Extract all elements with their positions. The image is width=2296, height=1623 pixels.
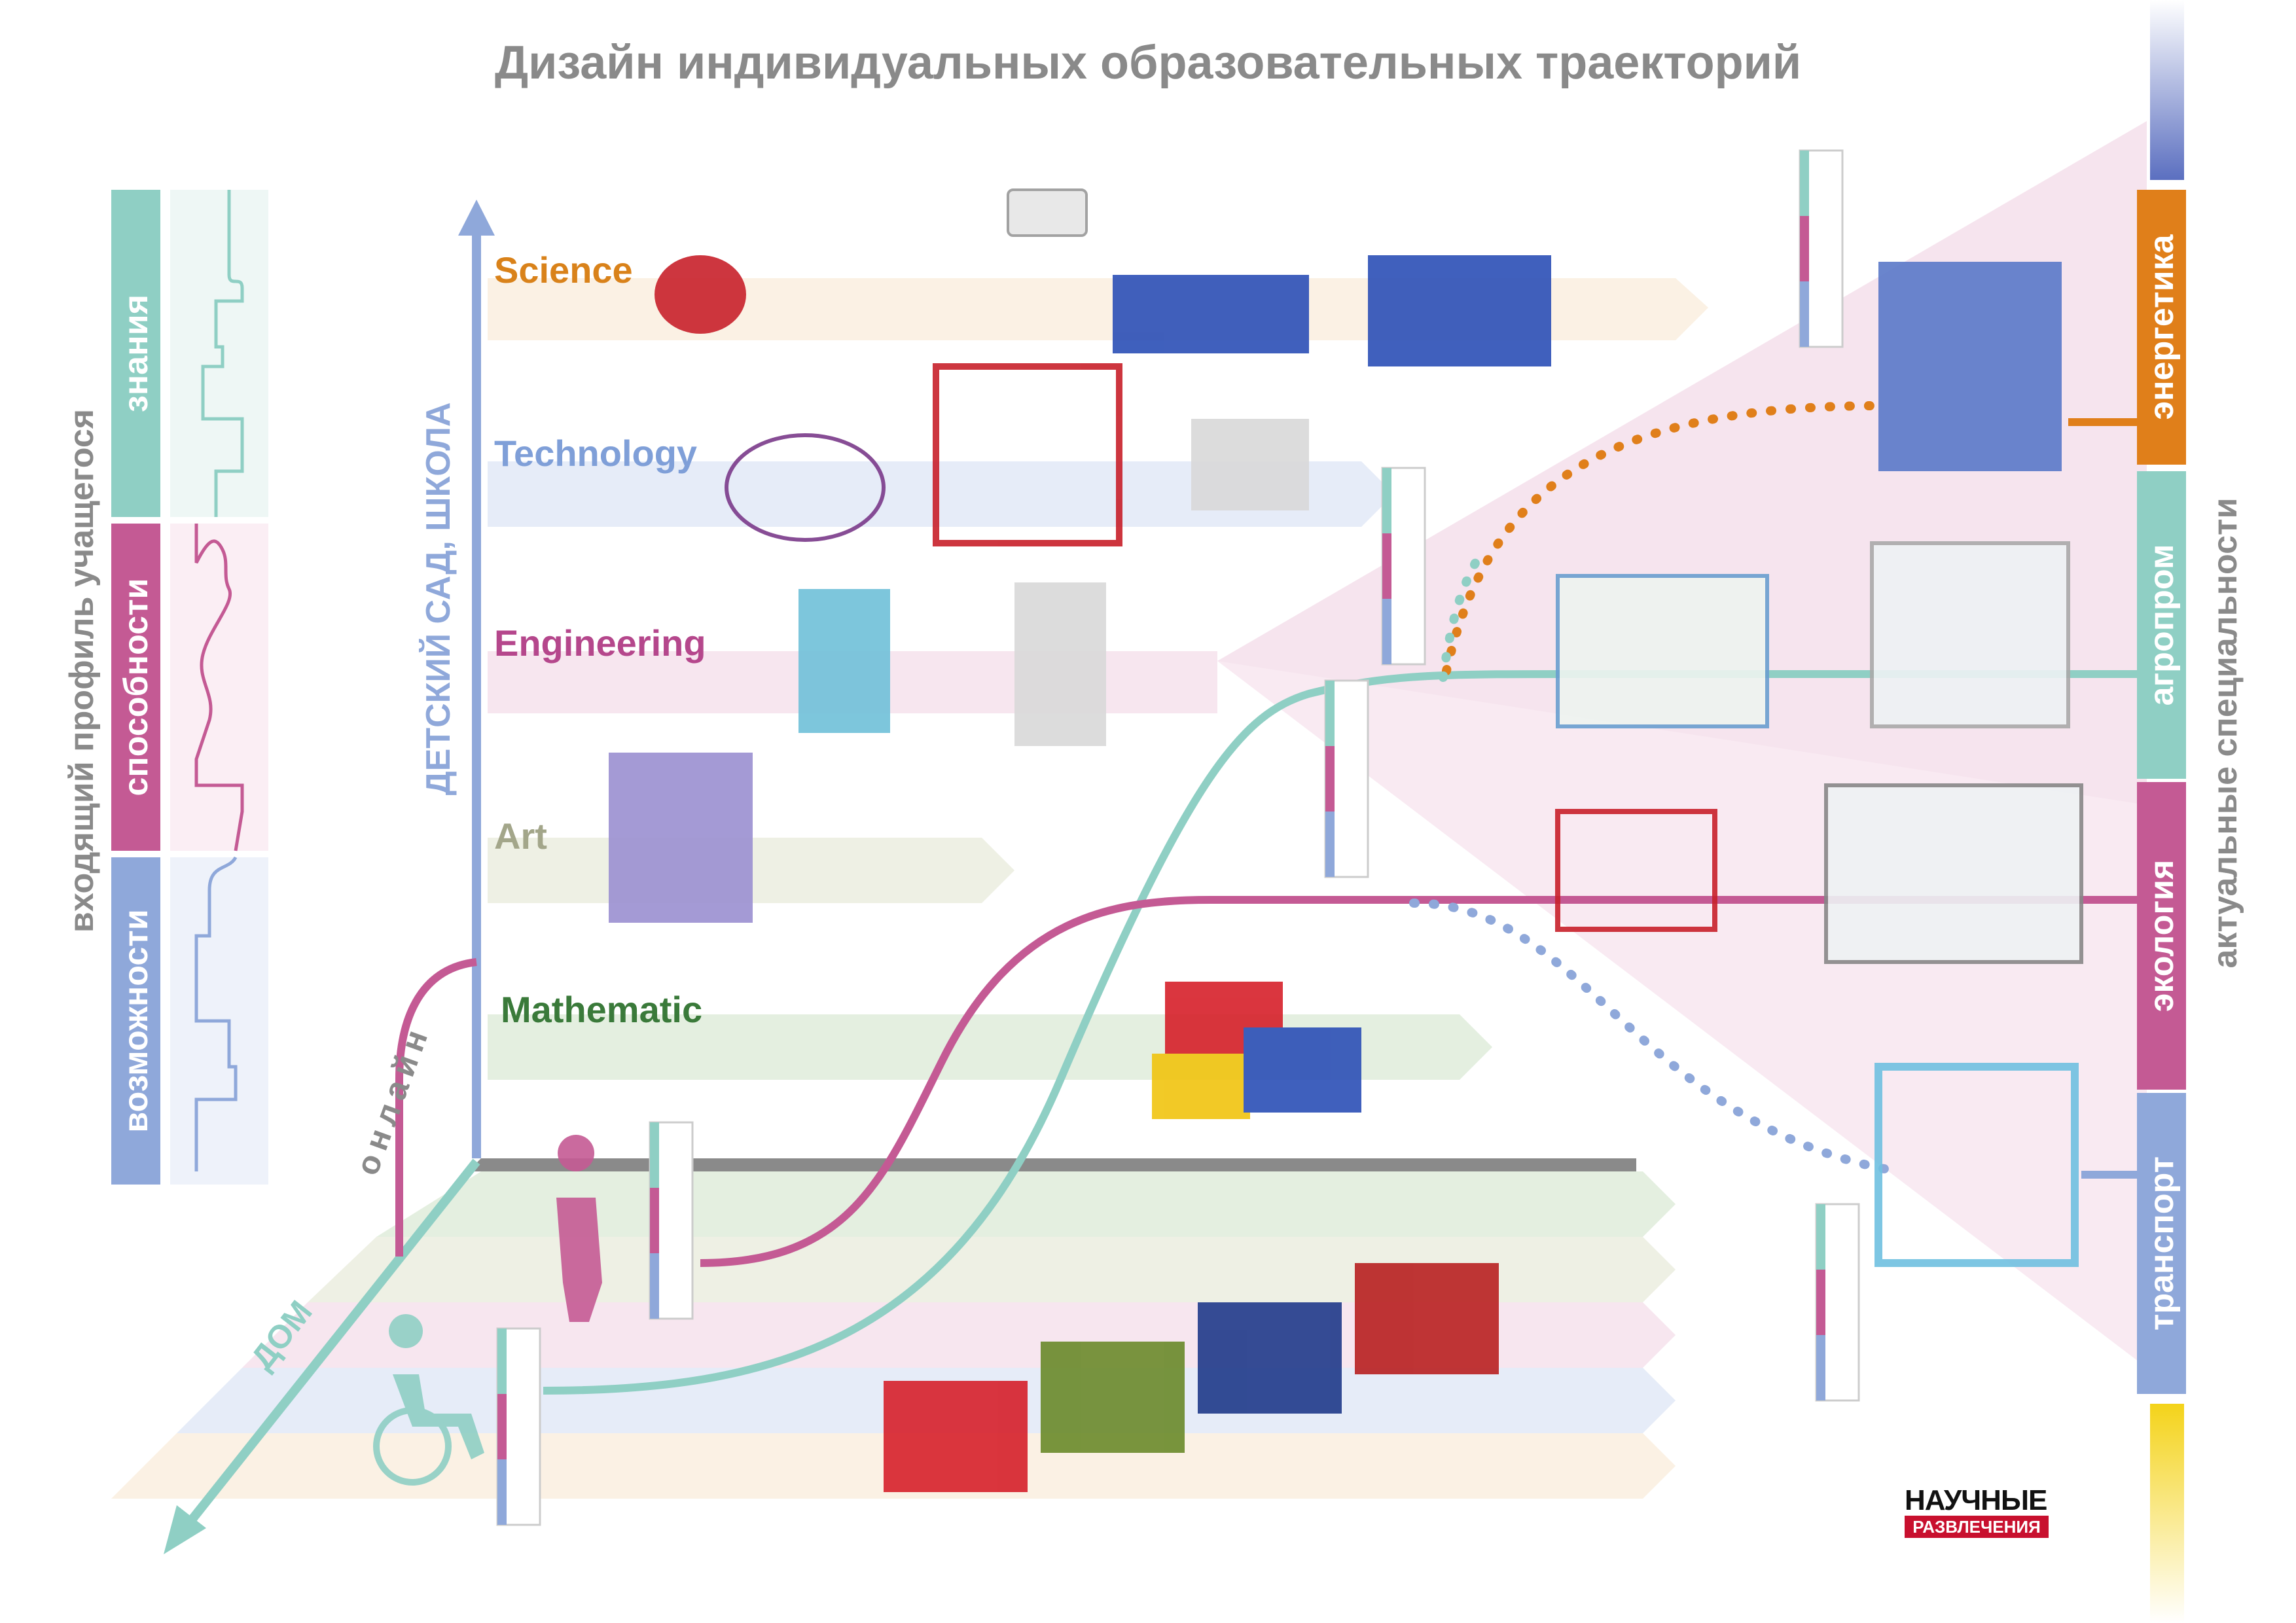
home-top-bar [468, 1158, 1636, 1171]
wheelchair-icon [389, 1314, 484, 1459]
left-profile-caption: входящий профиль учащегося [63, 408, 101, 933]
vertical-axis-label: ДЕТСКИЙ САД, ШКОЛА [420, 402, 457, 796]
dotted-energy-teal [1439, 552, 1484, 682]
brand-logo-line1: НАУЧНЫЕ [1905, 1484, 2047, 1516]
specialty-tab-agro: агропром [2137, 471, 2186, 779]
product-art-station [609, 753, 753, 923]
home-band-1 [376, 1171, 1676, 1237]
specialty-tab-ecology: экология [2137, 782, 2186, 1090]
product-dog-robot [1191, 419, 1309, 510]
product-sensor [1007, 188, 1088, 237]
specialty-tab-transport-label: транспорт [2142, 1156, 2181, 1331]
profile-card-4 [649, 1121, 694, 1320]
product-frame-robot [933, 363, 1122, 546]
left-profile-waveforms [170, 190, 268, 1185]
product-images [373, 188, 2083, 1492]
product-circuit-ring [725, 433, 886, 542]
product-box-3 [1198, 1302, 1342, 1414]
product-agro-box [1870, 541, 2070, 728]
wave-opportunity [194, 856, 238, 1171]
top-gradient-tab [2150, 0, 2184, 180]
wave-knowledge [201, 190, 244, 517]
wave-ability [194, 524, 244, 851]
product-tower-robot [798, 589, 890, 733]
vertical-axis-arrowhead [458, 200, 495, 236]
trajectory-teal [543, 670, 2147, 1395]
product-greenhouse [1556, 574, 1769, 728]
profile-cards [496, 149, 1860, 1526]
product-blue-tray [1113, 275, 1309, 353]
wheelchair-wheel [373, 1407, 452, 1486]
specialty-tab-energy-label: энергетика [2142, 234, 2181, 420]
profile-card-2 [1381, 467, 1426, 666]
profile-tab-opportunity: возможности [111, 857, 160, 1185]
diagonal-axis-arrowhead [164, 1505, 206, 1554]
product-ecology-lab [1824, 783, 2083, 964]
product-humanoid [1014, 582, 1106, 746]
product-box-4 [1355, 1263, 1499, 1374]
profile-card-1 [1799, 149, 1844, 348]
bottom-gradient-tab [2150, 1404, 2184, 1623]
wave-panel-knowledge [170, 190, 268, 517]
profile-card-6 [1815, 1203, 1860, 1402]
trajectory-magenta [700, 896, 2147, 1267]
specialties-caption: актуальные специальности [2206, 497, 2244, 969]
diagonal-axis [176, 1158, 480, 1538]
profile-tab-opportunity-label: возможности [117, 909, 155, 1133]
online-curve [395, 958, 477, 1257]
specialty-tab-transport: транспорт [2137, 1093, 2186, 1394]
product-ecology-rig [1555, 809, 1717, 932]
brand-logo: НАУЧНЫЕ РАЗВЛЕЧЕНИЯ [1905, 1486, 2049, 1538]
band-technology [488, 461, 1394, 527]
product-math-blue [1244, 1027, 1361, 1113]
specialty-tab-ecology-label: экология [2142, 859, 2181, 1012]
profile-tab-ability: способности [111, 524, 160, 851]
product-solar-house [1878, 262, 2062, 471]
profile-card-3 [1324, 679, 1369, 878]
profile-tab-ability-label: способности [117, 578, 155, 796]
subject-label-art: Art [494, 815, 547, 857]
subject-label-science: Science [494, 249, 633, 291]
specialty-tab-agro-label: агропром [2142, 544, 2181, 706]
product-ladybug-robot [655, 255, 746, 334]
brand-logo-line2: РАЗВЛЕЧЕНИЯ [1905, 1516, 2049, 1538]
profile-tab-knowledge-label: знания [117, 294, 155, 412]
product-lab-kit [1368, 255, 1551, 366]
product-box-2 [1041, 1342, 1185, 1453]
subject-label-engineering: Engineering [494, 622, 706, 664]
dotted-energy [1442, 401, 1883, 675]
product-math-yellow [1152, 1054, 1250, 1119]
product-drone-frame [1874, 1063, 2079, 1267]
profile-tab-knowledge: знания [111, 190, 160, 517]
page-title: Дизайн индивидуальных образовательных тр… [494, 37, 1802, 89]
person-icon [556, 1135, 602, 1322]
product-box-ladybug [884, 1381, 1028, 1492]
profile-card-5 [496, 1327, 541, 1526]
subject-label-technology: Technology [494, 433, 698, 474]
subject-label-mathematic: Mathematic [501, 989, 703, 1030]
specialty-tab-energy: энергетика [2137, 190, 2186, 465]
wave-panel-ability [170, 524, 268, 851]
